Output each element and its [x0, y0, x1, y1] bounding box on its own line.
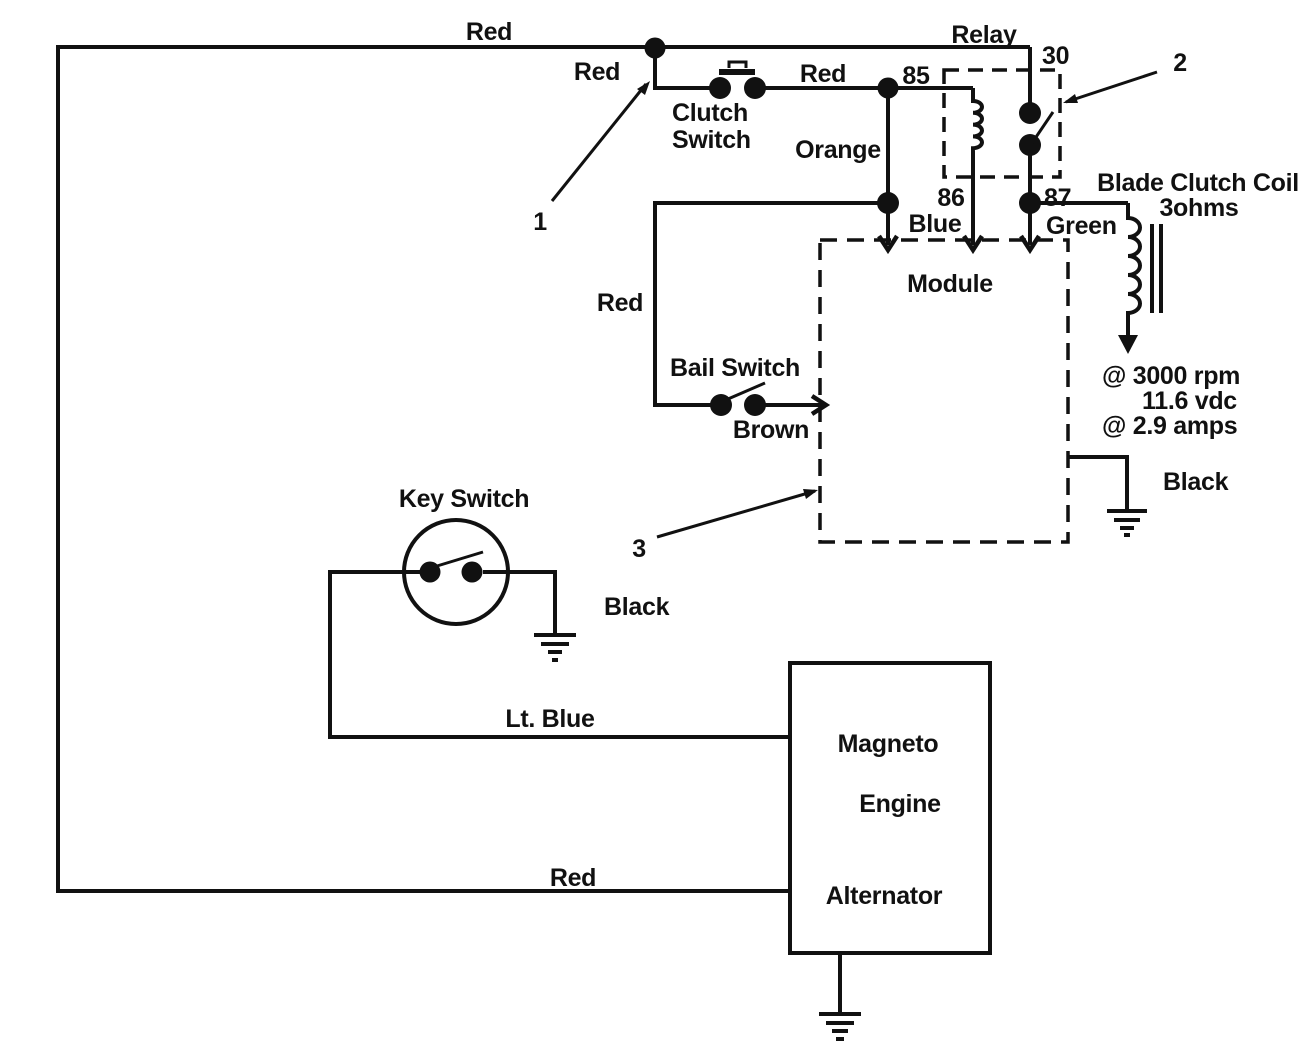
- wire-label-red-bail: Red: [597, 289, 643, 317]
- callout-2-arrow-icon: [1063, 94, 1078, 103]
- relay-terminal-30: 30: [1042, 42, 1069, 70]
- callout-1-arrow-icon: [637, 81, 650, 95]
- clutch-contact-left: [709, 77, 731, 99]
- module: Module Blue Green Black: [818, 203, 1229, 544]
- clutch-switch-label-line1: Clutch: [672, 99, 748, 127]
- key-switch-label: Key Switch: [399, 485, 529, 513]
- wire-label-black-key: Black: [604, 593, 670, 621]
- wire-label-lt-blue: Lt. Blue: [505, 705, 595, 733]
- key-switch-lever: [436, 550, 484, 568]
- callout-1-line: [550, 83, 648, 202]
- relay-terminal-85: 85: [902, 62, 930, 90]
- clutch-switch: Red Clutch Switch Red: [574, 37, 973, 154]
- bail-switch-label: Bail Switch: [670, 354, 800, 382]
- relay: Relay 30 85 86 87: [902, 21, 1072, 245]
- bail-switch-lever: [727, 381, 766, 401]
- callout-2-line: [1065, 70, 1158, 104]
- module-label: Module: [907, 270, 993, 298]
- blade-coil-arrow-icon: [1118, 335, 1138, 354]
- wire-label-green: Green: [1046, 212, 1117, 240]
- callout-3-arrow-icon: [803, 489, 818, 499]
- wire-label-red-bottom: Red: [550, 864, 596, 892]
- relay-box: [942, 68, 1062, 179]
- wire-red-main-loop: [56, 45, 1030, 893]
- key-switch: Key Switch Black Lt. Blue: [328, 485, 790, 739]
- wire-black-key-ground: [483, 570, 557, 635]
- blue-arrow-icon: [877, 234, 899, 255]
- wire-label-red-clutch-feed: Red: [574, 58, 620, 86]
- engine-label-line1: Magneto: [838, 730, 939, 758]
- wire-red-clutch-feed: [653, 47, 720, 90]
- wire-lt-blue: [328, 570, 790, 739]
- engine-block: Magneto Engine Alternator: [788, 661, 992, 1041]
- relay-label: Relay: [951, 21, 1017, 49]
- clutch-switch-label-line2: Switch: [672, 126, 751, 154]
- t86-arrow-icon: [962, 234, 984, 255]
- wire-black-module-ground: [1068, 455, 1129, 511]
- module-box: [818, 238, 1070, 544]
- callout-3-label: 3: [632, 535, 646, 563]
- blade-coil-label: Blade Clutch Coil: [1097, 169, 1299, 197]
- engine-label-line2: Engine: [859, 790, 941, 818]
- clutch-contact-right: [744, 77, 766, 99]
- relay-coil-icon: [971, 88, 984, 245]
- orange-and-bail-branch: Orange Red Bail Switch Brown: [597, 77, 899, 444]
- ground-symbol-module: [1107, 509, 1147, 537]
- wire-label-orange: Orange: [795, 136, 881, 164]
- blade-coil-icon: [1126, 203, 1142, 337]
- pushbutton-bar-icon: [719, 69, 755, 75]
- ground-symbol-engine: [819, 1012, 861, 1041]
- wire-label-blue: Blue: [909, 210, 962, 238]
- wire-red-bail-loop: [653, 201, 888, 407]
- green-arrow-icon: [1019, 234, 1041, 255]
- wire-label-black-module: Black: [1163, 468, 1229, 496]
- junction-dot-85: [877, 77, 899, 99]
- ground-symbol-key: [534, 633, 576, 662]
- blade-coil-spec-line2: 11.6 vdc: [1142, 387, 1237, 415]
- junction-dot-top: [644, 37, 666, 59]
- callout-3-line: [656, 489, 816, 539]
- wire-label-red-top: Red: [466, 18, 512, 46]
- relay-terminal-86: 86: [937, 184, 964, 212]
- blade-coil-spec-line1: @ 3000 rpm: [1102, 362, 1240, 390]
- bail-contact-left: [710, 394, 732, 416]
- red-power-loop: Red Red: [56, 18, 1030, 893]
- wire-label-brown: Brown: [733, 416, 809, 444]
- blade-coil-resistance: 3ohms: [1159, 194, 1238, 222]
- callouts: 1 2 3: [533, 49, 1187, 563]
- key-contact-left: [419, 561, 441, 583]
- wire-label-red-clutch-out: Red: [800, 60, 846, 88]
- blade-clutch-coil: Blade Clutch Coil 3ohms @ 3000 rpm 11.6 …: [1019, 169, 1299, 440]
- callout-1-label: 1: [533, 208, 547, 236]
- engine-label-line3: Alternator: [826, 882, 943, 910]
- engine-box: [788, 661, 992, 955]
- brown-arrow-icon: [810, 394, 831, 416]
- key-switch-circle: [402, 518, 510, 626]
- relay-switch-lever: [1030, 111, 1055, 144]
- key-contact-right: [461, 561, 483, 583]
- pushbutton-cap-icon: [727, 60, 748, 68]
- relay-contact-upper: [1019, 102, 1041, 124]
- relay-terminal-87: 87: [1044, 184, 1071, 212]
- callout-2-label: 2: [1173, 49, 1187, 77]
- blade-coil-spec-line3: @ 2.9 amps: [1102, 412, 1237, 440]
